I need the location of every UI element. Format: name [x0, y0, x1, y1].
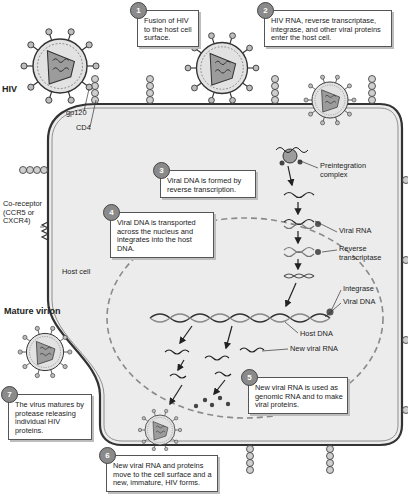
part-label: Viral DNA	[343, 298, 375, 307]
part-label: Host DNA	[300, 330, 333, 339]
co-receptor	[42, 222, 48, 240]
process-arrow	[170, 385, 182, 404]
step-box: 1Fusion of HIV to the host cell surface.	[137, 10, 199, 47]
step-box: 2HIV RNA, reverse transcriptase, integra…	[264, 10, 392, 47]
protein-dot	[194, 404, 198, 408]
dna-strand	[284, 274, 314, 278]
callout-number: 5	[241, 369, 258, 386]
part-label: Co-receptor (CCR5 or CXCR4)	[3, 200, 43, 226]
transcription-strands	[284, 193, 314, 279]
leader-line	[285, 322, 298, 333]
callout-number: 3	[153, 162, 170, 179]
step-text: Fusion of HIV to the host cell surface.	[144, 17, 194, 43]
part-label: Integrase	[343, 285, 374, 294]
cd4-receptor	[369, 76, 376, 104]
part-label: CD4	[76, 124, 91, 133]
process-arrows	[170, 166, 298, 404]
protein-dot	[226, 402, 230, 406]
callout-number: 1	[130, 2, 147, 19]
step-box: 5New viral RNA is used as genomic RNA an…	[248, 377, 348, 414]
host-cell-membrane	[48, 104, 402, 445]
cd4-receptor	[272, 76, 279, 104]
leader-line	[90, 100, 96, 127]
part-label: New viral RNA	[290, 345, 338, 354]
leader-lines	[40, 89, 341, 351]
cd4-receptor	[147, 76, 154, 104]
cd4-receptor	[403, 407, 408, 414]
leader-line	[332, 290, 341, 309]
step-text: The virus matures by protease releasing …	[15, 401, 87, 436]
step-box: 3Viral DNA is formed by reverse transcri…	[160, 170, 256, 198]
dna-helix	[150, 314, 330, 322]
leader-line	[84, 89, 89, 111]
process-arrow	[297, 259, 298, 269]
hiv-virion	[21, 29, 99, 104]
part-label: Reverse transcriptase	[339, 245, 395, 262]
part-label: Host cell	[62, 268, 90, 277]
leader-line	[315, 221, 337, 232]
step-text: Viral DNA is formed by reverse transcrip…	[167, 177, 251, 194]
process-arrow	[297, 202, 298, 214]
reverse-transcriptase-dot	[315, 249, 321, 255]
process-arrow	[214, 380, 225, 394]
step-text: New viral RNA and proteins move to the c…	[113, 462, 213, 488]
leader-line	[325, 303, 341, 317]
protein-dot	[218, 396, 222, 400]
callout-number: 2	[257, 2, 274, 19]
entering-virion	[304, 75, 356, 125]
cd4-receptor	[92, 76, 99, 104]
dna-strand	[284, 274, 314, 278]
callout-number: 7	[1, 386, 18, 403]
new-rna-strand	[215, 372, 231, 376]
step-box: 6New viral RNA and proteins move to the …	[106, 455, 218, 492]
immature-virion	[138, 409, 181, 450]
protein-dot	[203, 398, 207, 402]
leader-line	[298, 160, 318, 168]
dna-strand	[284, 252, 314, 257]
process-arrow	[178, 360, 184, 370]
new-rna-strand	[165, 350, 189, 354]
part-label: Mature virion	[4, 306, 74, 316]
viral-proteins	[194, 396, 230, 408]
leader-line	[40, 227, 44, 228]
step-box: 4Viral DNA is transported across the nuc…	[110, 212, 214, 258]
cd4-receptor	[403, 337, 408, 344]
new-rna-strand	[170, 374, 186, 378]
reverse-transcriptase-dot	[315, 221, 321, 227]
new-rna-strand	[205, 356, 229, 360]
step-text: Viral DNA is transported across the nucl…	[117, 219, 209, 254]
step-box: 7The virus matures by protease releasing…	[8, 394, 92, 440]
part-label: Viral RNA	[339, 227, 371, 236]
process-arrow	[288, 166, 292, 185]
mature-virion	[18, 326, 72, 377]
part-label: gp120	[66, 109, 87, 118]
cd4-receptor	[403, 177, 408, 184]
leader-line	[322, 250, 337, 252]
viral-rna-strand	[284, 193, 314, 198]
step-text: New viral RNA is used as genomic RNA and…	[255, 384, 343, 410]
process-arrow	[180, 326, 192, 343]
cd4-receptor	[403, 257, 408, 264]
part-label: HIV	[2, 84, 17, 94]
callout-number: 4	[103, 204, 120, 221]
cd4-receptor	[20, 167, 48, 174]
enzyme-dot	[280, 161, 285, 166]
step-text: HIV RNA, reverse transcriptase, integras…	[271, 17, 387, 43]
cd4-receptor	[247, 446, 254, 474]
leader-line	[262, 349, 288, 351]
inner-membrane	[52, 108, 398, 441]
process-arrow	[286, 283, 296, 306]
process-arrow	[297, 231, 298, 243]
dna-strand	[284, 224, 314, 229]
dna-helix	[150, 314, 330, 322]
process-arrow	[226, 326, 232, 348]
viral-rna-strand	[276, 148, 308, 153]
protein-dot	[210, 403, 214, 407]
callout-number: 6	[99, 447, 116, 464]
part-label: Preintegration complex	[320, 162, 382, 179]
cd4-receptor	[327, 446, 334, 474]
new-rna-strand	[240, 348, 264, 352]
